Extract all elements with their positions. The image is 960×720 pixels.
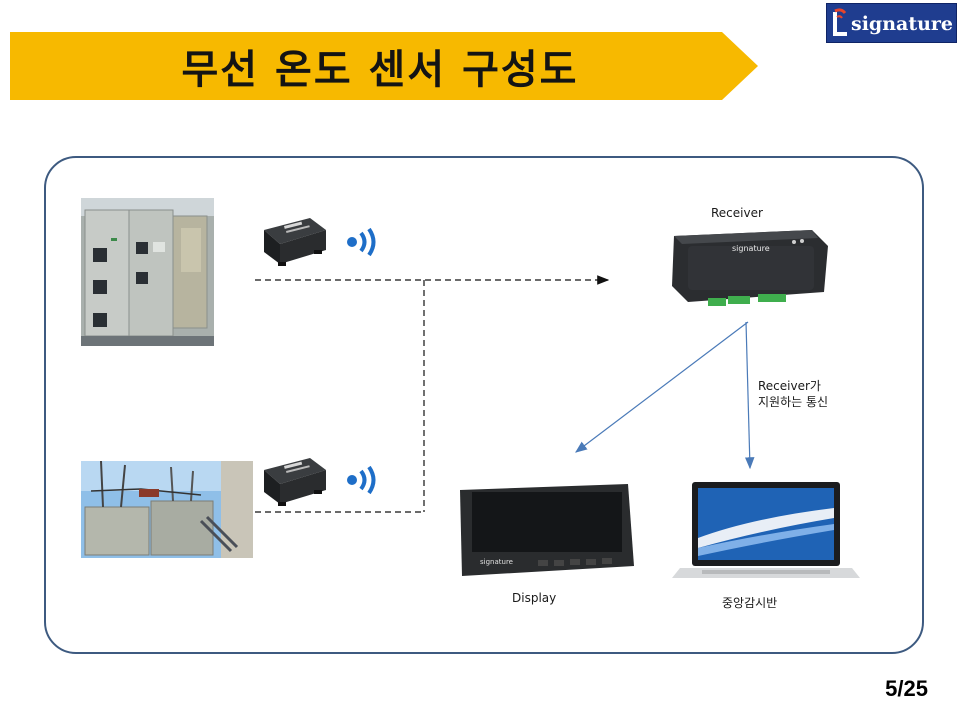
diagram-frame — [44, 156, 924, 654]
sensor-device — [256, 212, 328, 268]
comm-label: Receiver가 지원하는 통신 — [758, 379, 829, 409]
svg-text:signature: signature — [480, 558, 513, 566]
brand-logo: signature — [826, 3, 957, 43]
page-title: 무선 온도 센서 구성도 — [181, 47, 579, 93]
receiver-device: signature — [668, 226, 830, 312]
arrow-to-monitor — [744, 321, 755, 470]
logo-mark-icon — [833, 8, 847, 36]
receiver-label: Receiver — [711, 206, 763, 220]
dashed-link-bottom — [255, 280, 425, 513]
logo-text: signature — [851, 13, 954, 35]
laptop-device — [672, 478, 862, 582]
title-banner: 무선 온도 센서 구성도 — [10, 32, 758, 100]
sensor-device — [256, 452, 328, 508]
wireless-signal-icon — [344, 464, 384, 496]
arrow-to-display — [575, 321, 749, 453]
wireless-signal-icon — [344, 226, 384, 258]
title-banner-shape — [10, 32, 758, 100]
switchgear-photo — [81, 198, 214, 346]
display-label: Display — [512, 591, 557, 605]
display-device: signature — [458, 484, 636, 576]
monitor-label: 중앙감시반 — [722, 596, 778, 610]
svg-text:signature: signature — [732, 244, 770, 253]
substation-photo — [81, 461, 253, 558]
page-number: 5/25 — [885, 676, 928, 701]
